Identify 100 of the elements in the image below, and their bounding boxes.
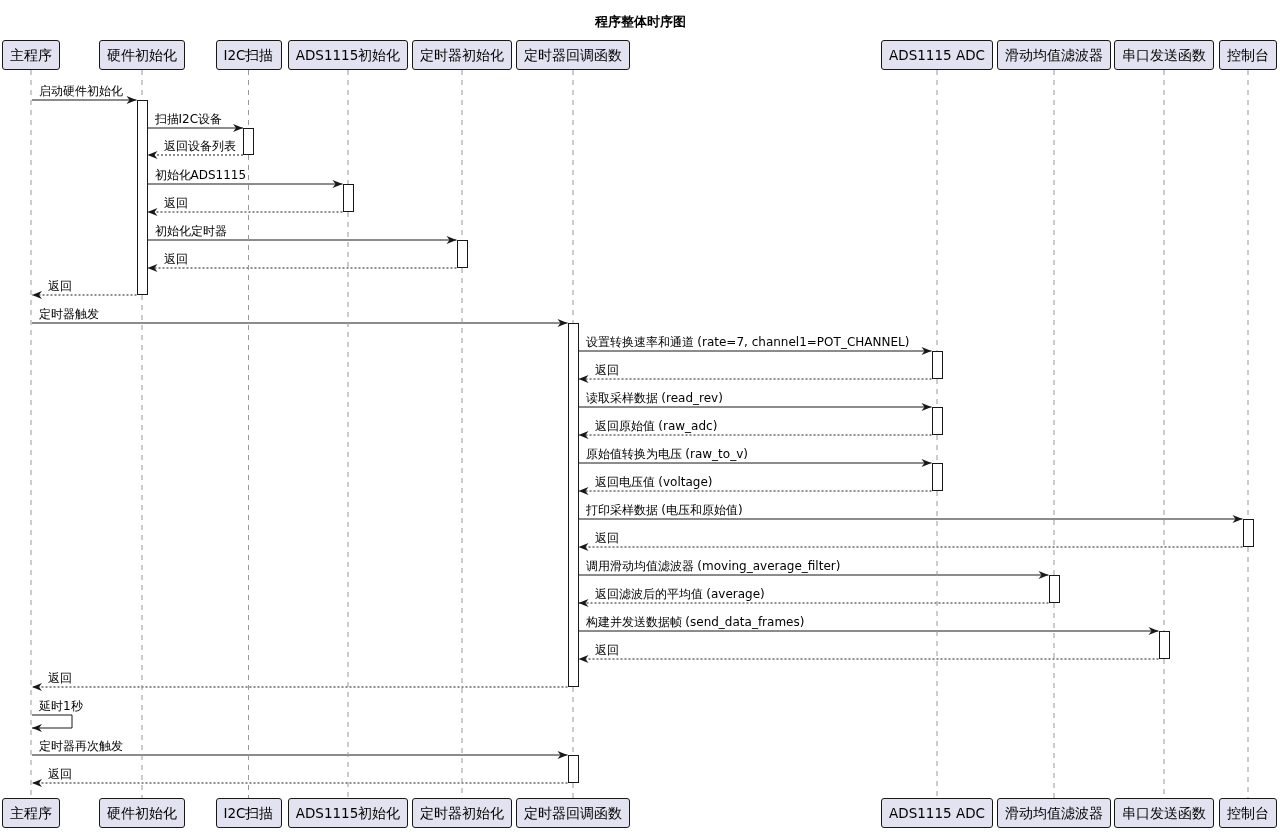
- participant-name: 主程序: [10, 47, 52, 63]
- participant-box: [412, 40, 512, 70]
- diagram-title: 程序整体时序图: [594, 14, 686, 30]
- message-arrow: [578, 515, 1243, 523]
- message-arrow: [31, 96, 137, 104]
- participant-box: [2, 798, 60, 828]
- message-label: 定时器触发: [39, 307, 99, 321]
- participant-box: [997, 798, 1111, 828]
- message-label: 延时1秒: [39, 699, 83, 713]
- participant-name: 滑动均值滤波器: [1005, 47, 1103, 63]
- participant-box: [99, 798, 185, 828]
- message-label: 定时器再次触发: [39, 739, 123, 753]
- return-arrow: [31, 683, 568, 691]
- participant-box: [516, 798, 630, 828]
- message-arrow: [147, 236, 457, 244]
- lifeline: [1053, 69, 1055, 576]
- participant-box: [287, 798, 409, 828]
- participant-name: ADS1115初始化: [295, 805, 401, 821]
- lifeline: [141, 294, 143, 799]
- return-arrow: [31, 291, 137, 299]
- message-label: 返回: [48, 767, 72, 781]
- participant-box: [1219, 798, 1277, 828]
- message-label: 返回电压值 (voltage): [594, 475, 713, 489]
- participant-box: [412, 798, 512, 828]
- return-arrow: [578, 431, 932, 439]
- message-label: 返回: [48, 279, 72, 293]
- message-arrow: [578, 347, 932, 355]
- participant-name: 硬件初始化: [107, 47, 177, 63]
- participant-name: I2C扫描: [223, 805, 274, 821]
- message-arrow: [578, 459, 932, 467]
- participant-name: 定时器初始化: [420, 805, 504, 821]
- message-label: 返回: [594, 363, 619, 377]
- participant-name: 控制台: [1227, 805, 1269, 821]
- participant-name: 串口发送函数: [1122, 805, 1206, 821]
- participant-box: [997, 40, 1111, 70]
- return-arrow: [147, 151, 244, 159]
- participant-box: [215, 40, 282, 70]
- participant-box: [1114, 798, 1214, 828]
- return-arrow: [147, 208, 343, 216]
- participant-box: [2, 40, 60, 70]
- participant-name: 硬件初始化: [107, 805, 177, 821]
- activation-bar: [342, 184, 354, 212]
- message-arrow: [147, 180, 343, 188]
- message-label: 扫描I2C设备: [154, 112, 223, 126]
- message-label: 启动硬件初始化: [39, 84, 123, 98]
- return-arrow: [578, 655, 1159, 663]
- participant-box: [516, 40, 630, 70]
- activation-bar: [931, 463, 943, 491]
- activation-bar: [1048, 575, 1060, 603]
- lifeline: [1053, 602, 1055, 799]
- message-arrow: [31, 751, 568, 759]
- message-label: 返回设备列表: [163, 139, 236, 153]
- activation-bar: [1242, 519, 1254, 547]
- participant-name: 定时器初始化: [420, 47, 504, 63]
- message-label: 构建并发送数据帧 (send_data_frames): [585, 615, 805, 629]
- message-label: 返回: [163, 196, 188, 210]
- message-label: 原始值转换为电压 (raw_to_v): [585, 447, 748, 461]
- lifeline: [248, 154, 249, 799]
- message-label: 调用滑动均值滤波器 (moving_average_filter): [585, 559, 841, 573]
- lifeline: [936, 490, 938, 799]
- message-label: 初始化定时器: [154, 224, 227, 238]
- message-label: 返回: [594, 531, 619, 545]
- participant-box: [881, 40, 993, 70]
- message-label: 读取采样数据 (read_rev): [585, 391, 723, 405]
- activation-bar: [931, 351, 943, 379]
- message-label: 返回: [163, 252, 188, 266]
- participant-box: [1219, 40, 1277, 70]
- participant-name: 串口发送函数: [1122, 47, 1206, 63]
- activation-bar: [1158, 631, 1170, 659]
- return-arrow: [578, 599, 1049, 607]
- message-label: 打印采样数据 (电压和原始值): [585, 503, 743, 517]
- activation-bar: [931, 407, 943, 435]
- activation-bar: [567, 755, 579, 783]
- return-arrow: [578, 375, 932, 383]
- message-arrow: [147, 124, 244, 132]
- participant-box: [1114, 40, 1214, 70]
- participant-box: [99, 40, 185, 70]
- participant-box: [287, 40, 409, 70]
- message-arrow: [578, 403, 932, 411]
- activation-bar: [243, 128, 254, 155]
- lifeline: [572, 782, 574, 799]
- participant-name: 控制台: [1227, 47, 1269, 63]
- participant-box: [215, 798, 282, 828]
- lifeline: [936, 69, 938, 352]
- message-label: 初始化ADS1115: [154, 168, 247, 182]
- return-arrow: [31, 779, 568, 787]
- participant-name: ADS1115初始化: [295, 47, 401, 63]
- participant-box: [881, 798, 993, 828]
- participant-name: 定时器回调函数: [524, 47, 622, 63]
- participant-name: 滑动均值滤波器: [1005, 805, 1103, 821]
- lifeline: [347, 211, 349, 799]
- activation-bar: [567, 323, 579, 687]
- message-label: 返回: [48, 671, 72, 685]
- message-label: 返回原始值 (raw_adc): [594, 419, 718, 433]
- participant-name: 定时器回调函数: [524, 805, 622, 821]
- activation-bar: [456, 240, 468, 268]
- return-arrow: [147, 264, 457, 272]
- participant-name: ADS1115 ADC: [889, 47, 985, 63]
- return-arrow: [578, 487, 932, 495]
- message-label: 设置转换速率和通道 (rate=7, channel1=POT_CHANNEL): [585, 335, 910, 349]
